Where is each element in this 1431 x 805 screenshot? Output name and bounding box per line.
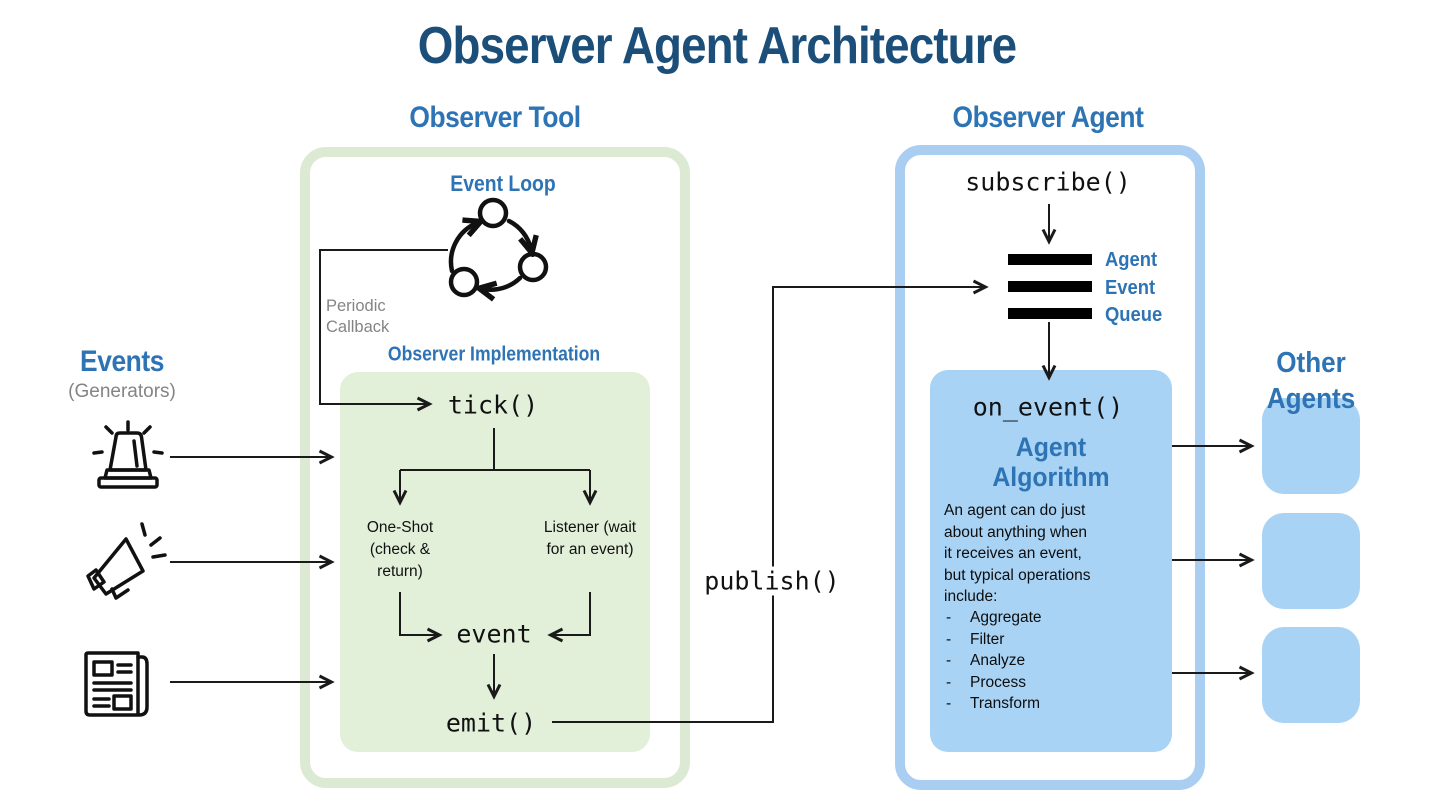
cycle-arrows-icon — [437, 194, 553, 312]
event-label: event — [456, 619, 532, 649]
on-event-label: on_event() — [972, 392, 1124, 422]
operation-item: - Process — [946, 673, 1026, 691]
queue-icon — [1008, 254, 1092, 320]
siren-icon — [92, 420, 166, 498]
queue-label-event: Event — [1105, 276, 1156, 299]
other-agent-box — [1262, 398, 1360, 494]
queue-label-agent: Agent — [1105, 249, 1158, 271]
agent-algorithm-description: An agent can do just about anything when… — [944, 502, 1091, 605]
queue-label-queue: Queue — [1105, 304, 1163, 326]
event-loop-label: Event Loop — [450, 171, 556, 196]
events-subheading: (Generators) — [68, 381, 176, 402]
other-agent-box — [1262, 513, 1360, 609]
observer-tool-heading: Observer Tool — [409, 101, 581, 134]
events-heading: Events — [80, 345, 164, 378]
subscribe-label: subscribe() — [965, 167, 1131, 197]
megaphone-icon — [82, 518, 178, 604]
tick-label: tick() — [447, 390, 539, 420]
agent-algorithm-heading: Agent Algorithm — [992, 432, 1110, 492]
newspaper-icon — [80, 645, 162, 723]
observer-agent-heading: Observer Agent — [952, 101, 1144, 134]
one-shot-label: One-Shot (check & return) — [366, 519, 434, 580]
emit-label: emit() — [445, 708, 537, 738]
page-title: Observer Agent Architecture — [417, 17, 1017, 75]
operation-item: - Analyze — [946, 652, 1026, 669]
publish-label: publish() — [696, 566, 848, 596]
operations-list: - Aggregate - Filter - Analyze - Process… — [946, 607, 1042, 715]
operation-item: - Aggregate — [946, 609, 1042, 626]
other-agents-heading: Other Agents — [1266, 347, 1356, 415]
other-agent-box — [1262, 627, 1360, 723]
operation-item: - Transform — [946, 695, 1041, 712]
periodic-callback-label: Periodic Callback — [326, 297, 390, 336]
observer-implementation-label: Observer Implementation — [387, 343, 601, 366]
operation-item: - Filter — [946, 630, 1005, 648]
listener-label: Listener (wait for an event) — [543, 519, 637, 558]
